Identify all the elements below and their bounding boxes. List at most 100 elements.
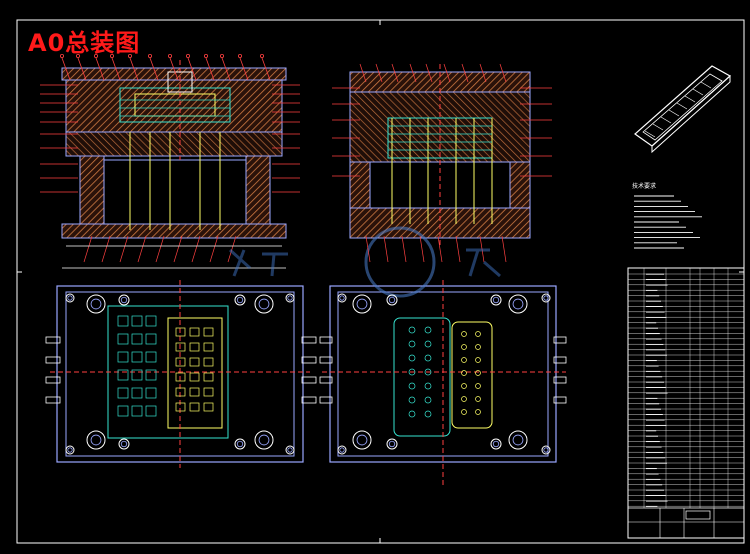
leader-line — [391, 63, 399, 83]
cavity-pocket — [189, 372, 200, 382]
guide-bushing — [86, 294, 106, 314]
guide-bushing — [490, 294, 502, 306]
cooling-fitting — [553, 396, 567, 404]
guide-bushing — [337, 293, 347, 303]
guide-bushing — [386, 294, 398, 306]
leader-line — [187, 57, 197, 81]
key-hole — [424, 382, 432, 390]
guide-bushing-inner — [492, 440, 500, 448]
key-hole — [424, 340, 432, 348]
key-hole — [424, 410, 432, 418]
guide-bushing-inner — [67, 447, 73, 453]
cavity-pocket — [203, 372, 214, 382]
drawing-title: A0总装图 — [28, 29, 141, 57]
leader-line — [191, 235, 201, 263]
leader-line — [111, 57, 121, 81]
guide-bushing — [234, 438, 246, 450]
iso-rib — [700, 81, 712, 89]
key-hole — [461, 396, 467, 402]
cavity-pocket — [203, 402, 214, 412]
guide-bushing-inner — [90, 434, 102, 446]
leader-line — [205, 57, 215, 81]
guide-bushing-inner — [120, 296, 128, 304]
cavity-pocket — [189, 357, 200, 367]
guide-bushing-inner — [287, 295, 293, 301]
balloon — [147, 54, 152, 59]
cooling-fitting — [45, 376, 61, 384]
title-block-cell — [685, 510, 711, 520]
cooling-fitting — [45, 396, 61, 404]
cavity-pocket — [145, 351, 157, 363]
guide-bushing-inner — [543, 295, 549, 301]
cavity-pocket — [145, 387, 157, 399]
cavity-pocket — [117, 351, 129, 363]
technical-requirements: 技术要求 — [632, 182, 656, 190]
cavity-pocket — [175, 387, 186, 397]
leader-line — [239, 57, 249, 81]
cavity-pocket — [189, 327, 200, 337]
leader-line — [479, 63, 487, 83]
key-hole — [475, 344, 481, 350]
leader-line — [173, 235, 183, 263]
leader-line — [409, 63, 417, 83]
leader-line — [419, 235, 425, 263]
key-hole — [408, 340, 416, 348]
guide-bushing — [118, 294, 130, 306]
leader-line — [425, 63, 433, 83]
balloon — [127, 54, 132, 59]
plan-view-moving-half — [50, 280, 310, 468]
guide-bushing — [285, 445, 295, 455]
cooling-fitting — [553, 376, 567, 384]
key-hole — [424, 368, 432, 376]
guide-bushing-inner — [258, 434, 270, 446]
leader-line — [437, 235, 443, 263]
cavity-pocket — [175, 402, 186, 412]
cavity-pocket — [145, 315, 157, 327]
guide-bushing — [65, 293, 75, 303]
cavity-pocket — [117, 315, 129, 327]
leader-line — [383, 235, 389, 263]
cavity-pocket — [131, 351, 143, 363]
leader-line — [137, 235, 147, 263]
cavity-pocket — [131, 369, 143, 381]
cavity-pocket — [203, 357, 214, 367]
leader-line — [149, 57, 159, 81]
cavity-pocket — [203, 327, 214, 337]
cooling-fitting — [301, 376, 317, 384]
leader-line — [101, 235, 111, 263]
leader-line — [261, 57, 271, 81]
section-view-left — [61, 60, 287, 239]
leader-line — [129, 57, 139, 81]
cavity-pocket — [131, 333, 143, 345]
guide-bushing-inner — [512, 434, 524, 446]
leader-line — [455, 235, 461, 263]
cooling-fitting — [301, 396, 317, 404]
key-hole — [475, 370, 481, 376]
key-hole — [408, 326, 416, 334]
iso-rib — [692, 88, 704, 96]
leader-line — [61, 57, 71, 81]
cavity-pocket — [117, 333, 129, 345]
part-isometric-view — [634, 65, 732, 154]
cavity-pocket — [189, 387, 200, 397]
key-hole — [475, 383, 481, 389]
cavity-pocket — [203, 387, 214, 397]
cooling-fitting — [553, 356, 567, 364]
guide-bushing-inner — [236, 440, 244, 448]
key-hole — [475, 396, 481, 402]
cavity-pocket — [175, 342, 186, 352]
balloon — [60, 54, 65, 59]
cavity-pocket — [175, 372, 186, 382]
balloon — [110, 54, 115, 59]
guide-bushing-inner — [388, 440, 396, 448]
guide-bushing — [508, 294, 528, 314]
cooling-fitting — [319, 336, 333, 344]
watermark-stroke — [466, 248, 501, 278]
cavity-pocket — [131, 405, 143, 417]
guide-bushing-inner — [356, 298, 368, 310]
guide-bushing-inner — [512, 298, 524, 310]
cavity-pocket — [117, 387, 129, 399]
guide-bushing — [285, 293, 295, 303]
